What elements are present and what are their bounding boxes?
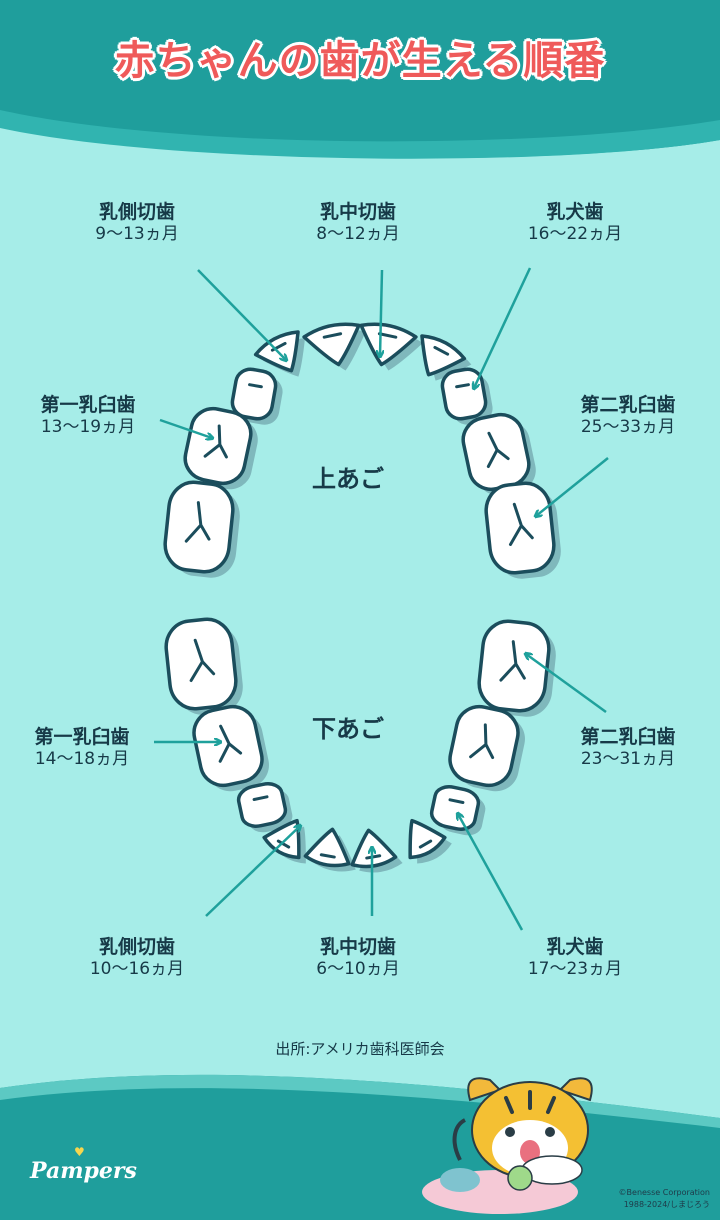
label-lower-central-incisor: 乳中切歯 6〜10ヵ月 [283,935,433,981]
label-upper-second-molar: 第二乳臼歯 25〜33ヵ月 [548,393,708,439]
label-lower-second-molar: 第二乳臼歯 23〜31ヵ月 [548,725,708,771]
label-upper-central-incisor: 乳中切歯 8〜12ヵ月 [283,200,433,246]
arrow-lower-second-molar [526,654,607,714]
eruption-age: 14〜18ヵ月 [34,749,130,770]
arrow-lower-canine [458,814,524,931]
upper-second-molar-right [484,481,556,575]
eruption-age: 13〜19ヵ月 [40,417,136,438]
eruption-age: 16〜22ヵ月 [527,224,623,245]
label-upper-canine: 乳犬歯 16〜22ヵ月 [500,200,650,246]
tooth-name: 第二乳臼歯 [580,394,676,416]
upper-second-molar-left [163,480,235,574]
tooth-name: 乳側切歯 [98,936,175,958]
copyright-note: ©Benesse Corporation 1988-2024/しまじろう [619,1187,710,1211]
teeth-group [163,322,556,869]
copyright-line: ©Benesse Corporation [618,1188,710,1197]
eruption-age: 25〜33ヵ月 [580,417,676,438]
eruption-age: 17〜23ヵ月 [527,959,623,980]
lower-canine-left [236,782,288,828]
upper-first-molar-right [461,412,531,492]
arrow-upper-central [380,269,382,356]
source-note: 出所:アメリカ歯科医師会 [275,1040,445,1058]
tooth-name: 第一乳臼歯 [40,394,136,416]
header-band [0,0,720,159]
label-lower-first-molar: 第一乳臼歯 14〜18ヵ月 [2,725,162,771]
tooth-name: 第二乳臼歯 [580,726,676,748]
eruption-age: 8〜12ヵ月 [316,224,400,245]
heart-icon: ♥ [74,1145,85,1159]
eruption-age: 10〜16ヵ月 [89,959,185,980]
lower-first-molar-left [192,704,264,788]
lower-canine-right [429,785,481,831]
page-title: 赤ちゃんの歯が生える順番 [114,38,606,84]
lower-lateral-incisor-right [408,818,447,860]
arrow-upper-second-molar [536,457,609,516]
upper-lateral-incisor-right [420,334,467,377]
eruption-age: 6〜10ヵ月 [316,959,400,980]
label-upper-lateral-incisor: 乳側切歯 9〜13ヵ月 [62,200,212,246]
eruption-age: 23〜31ヵ月 [580,749,676,770]
footer-band-highlight [0,1074,720,1128]
header-band-highlight [0,110,720,159]
tiger-mascot-illustration [422,1077,593,1214]
footer-band [0,1074,720,1220]
arrow-upper-lateral [197,269,286,360]
lower-jaw-label: 下あご [312,715,384,743]
tooth-name: 乳中切歯 [319,201,396,223]
upper-central-incisor-left [302,322,361,367]
lower-central-incisor-left [303,827,351,868]
eruption-age: 9〜13ヵ月 [95,224,179,245]
upper-first-molar-left [183,406,253,486]
arrow-upper-first-molar [159,418,212,438]
pampers-logo: Pampers [30,1158,137,1184]
upper-central-incisor-right [359,322,418,367]
lower-second-molar-right [477,619,551,713]
tooth-name: 乳中切歯 [319,936,396,958]
lower-second-molar-left [164,617,238,711]
arrow-lower-lateral [205,826,300,917]
copyright-line: 1988-2024/しまじろう [623,1200,710,1209]
lower-first-molar-right [448,704,520,788]
label-upper-first-molar: 第一乳臼歯 13〜19ヵ月 [8,393,168,439]
upper-jaw-label: 上あご [312,465,384,493]
tooth-name: 乳犬歯 [546,936,604,958]
tooth-name: 第一乳臼歯 [34,726,130,748]
label-lower-canine: 乳犬歯 17〜23ヵ月 [500,935,650,981]
lower-lateral-incisor-left [262,818,301,860]
tooth-name: 乳犬歯 [546,201,604,223]
tooth-name: 乳側切歯 [98,201,175,223]
arrows-group [154,267,609,931]
arrow-upper-canine [474,267,532,388]
upper-canine-left [230,367,278,421]
teeth-shadows [172,330,561,873]
label-lower-lateral-incisor: 乳側切歯 10〜16ヵ月 [62,935,212,981]
